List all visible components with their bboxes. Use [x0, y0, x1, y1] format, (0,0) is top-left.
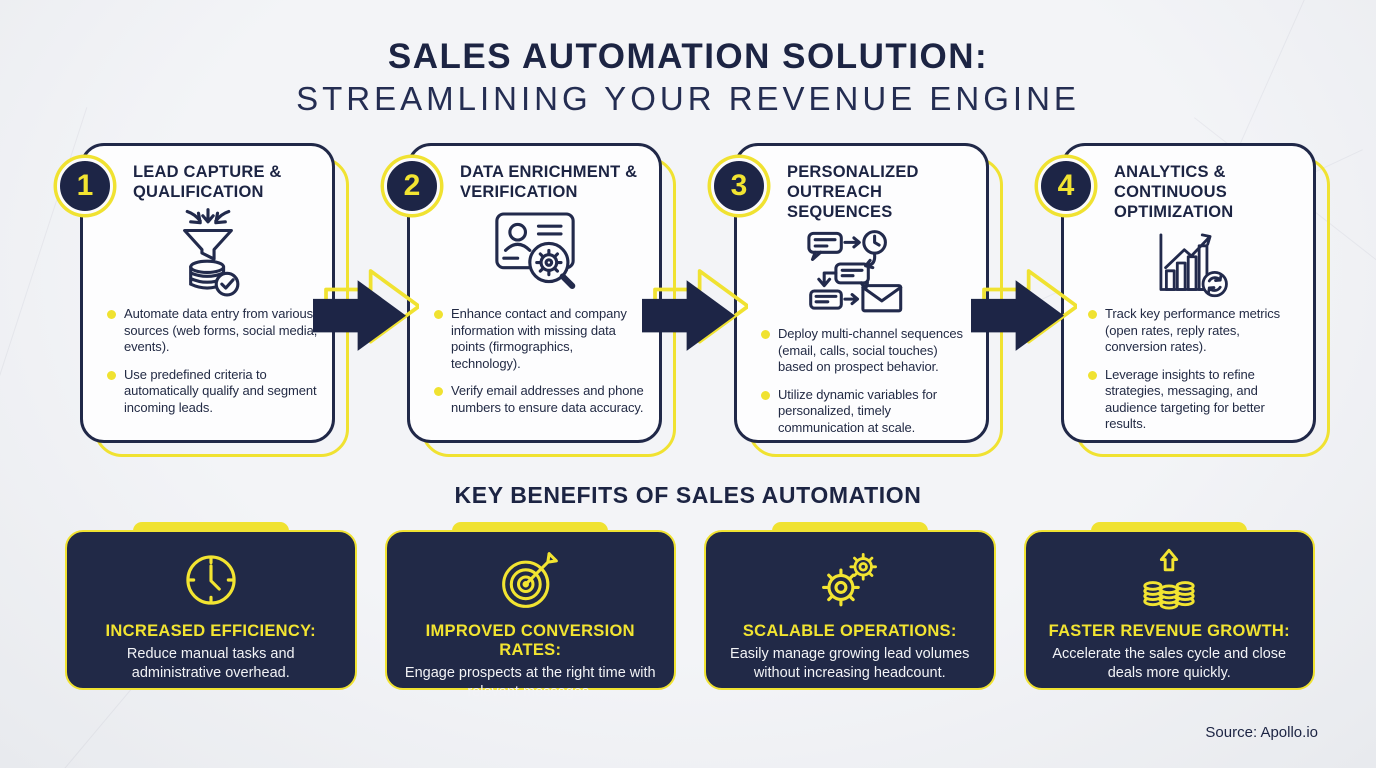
gears-icon	[817, 544, 883, 616]
clock-icon	[178, 544, 244, 616]
step-bullets: Deploy multi-channel sequences (email, c…	[747, 326, 976, 436]
background-line	[0, 107, 88, 393]
bullet-text: Enhance contact and company information …	[451, 306, 627, 371]
source-attribution: Source: Apollo.io	[1205, 724, 1318, 741]
benefit-title: SCALABLE OPERATIONS:	[742, 622, 957, 640]
bullet-dot-icon	[434, 387, 443, 397]
step-bullets: Enhance contact and company information …	[420, 306, 649, 416]
step-number-badge: 1	[57, 158, 113, 214]
bullet-item: Leverage insights to refine strategies, …	[1088, 367, 1299, 433]
bullet-dot-icon	[761, 330, 770, 340]
page-title-line2: STREAMLINING YOUR REVENUE ENGINE	[296, 80, 1080, 117]
bullet-dot-icon	[107, 370, 116, 380]
step-card-lead-capture: 1 LEAD CAPTURE & QUALIFICATION Automa	[57, 143, 349, 457]
benefits-row: INCREASED EFFICIENCY: Reduce manual task…	[65, 522, 1315, 700]
bullet-text: Use predefined criteria to automatically…	[124, 366, 317, 415]
coins-growth-icon	[1135, 544, 1203, 616]
flow-arrow-icon	[642, 264, 748, 356]
bullet-text: Automate data entry from various sources…	[124, 306, 318, 355]
bullet-dot-icon	[434, 310, 443, 320]
step-title: ANALYTICS & CONTINUOUS OPTIMIZATION	[1114, 163, 1234, 222]
bullet-dot-icon	[1088, 370, 1097, 380]
flow-arrow-icon	[313, 264, 419, 356]
bullet-text: Leverage insights to refine strategies, …	[1105, 366, 1265, 432]
page-title-line1: SALES AUTOMATION SOLUTION:	[387, 37, 989, 76]
bullet-text: Verify email addresses and phone numbers…	[451, 383, 644, 415]
step-card-analytics-optimization: 4 ANALYTICS & CONTINUOUS OPTIMIZATION	[1038, 143, 1330, 457]
bullet-dot-icon	[761, 390, 770, 400]
step-bullets: Automate data entry from various sources…	[93, 306, 322, 416]
header: SALES AUTOMATION SOLUTION: STREAMLINING …	[0, 36, 1376, 119]
benefit-title: INCREASED EFFICIENCY:	[105, 622, 316, 640]
step-number-badge: 3	[711, 158, 767, 214]
benefit-card-scalable-operations: SCALABLE OPERATIONS: Easily manage growi…	[704, 522, 996, 690]
benefits-heading: KEY BENEFITS OF SALES AUTOMATION	[454, 482, 922, 508]
flow-arrow-icon	[971, 264, 1077, 356]
step-title: DATA ENRICHMENT & VERIFICATION	[460, 163, 638, 202]
step-bullets: Track key performance metrics (open rate…	[1074, 306, 1303, 433]
step-card-data-enrichment: 2 DATA ENRICHMENT & VERIFICATION	[384, 143, 676, 457]
bullet-text: Deploy multi-channel sequences (email, c…	[778, 326, 963, 375]
bullet-dot-icon	[1088, 310, 1097, 320]
process-steps-row: 1 LEAD CAPTURE & QUALIFICATION Automa	[57, 143, 1330, 457]
target-arrow-icon	[496, 544, 564, 616]
step-title: PERSONALIZED OUTREACH SEQUENCES	[787, 163, 919, 222]
benefit-description: Easily manage growing lead volumes witho…	[730, 646, 970, 681]
bullet-text: Track key performance metrics (open rate…	[1105, 306, 1281, 355]
step-card-outreach-sequences: 3 PERSONALIZED OUTREACH SEQUENCES	[711, 143, 1003, 457]
benefit-description: Accelerate the sales cycle and close dea…	[1052, 646, 1287, 681]
step-title: LEAD CAPTURE & QUALIFICATION	[133, 163, 282, 202]
bullet-text: Utilize dynamic variables for personaliz…	[778, 386, 937, 435]
contact-card-search-icon	[420, 206, 649, 300]
benefit-description: Engage prospects at the right time with …	[404, 665, 656, 700]
benefit-card-increased-efficiency: INCREASED EFFICIENCY: Reduce manual task…	[65, 522, 357, 690]
bullet-item: Track key performance metrics (open rate…	[1088, 306, 1299, 356]
step-number-badge: 4	[1038, 158, 1094, 214]
benefit-card-improved-conversion: IMPROVED CONVERSION RATES: Engage prospe…	[384, 522, 676, 700]
benefit-title: FASTER REVENUE GROWTH:	[1048, 622, 1290, 640]
bullet-item: Enhance contact and company information …	[434, 306, 645, 372]
bullet-item: Deploy multi-channel sequences (email, c…	[761, 326, 972, 376]
growth-chart-refresh-icon	[1074, 224, 1303, 302]
bullet-item: Use predefined criteria to automatically…	[107, 367, 318, 417]
benefit-title: IMPROVED CONVERSION RATES:	[425, 622, 635, 659]
bullet-dot-icon	[107, 310, 116, 320]
benefit-description: Reduce manual tasks and administrative o…	[126, 646, 295, 681]
bullet-item: Utilize dynamic variables for personaliz…	[761, 387, 972, 437]
benefit-card-faster-revenue-growth: FASTER REVENUE GROWTH: Accelerate the sa…	[1023, 522, 1315, 690]
funnel-database-icon	[93, 206, 322, 300]
step-number-badge: 2	[384, 158, 440, 214]
bullet-item: Verify email addresses and phone numbers…	[434, 383, 645, 416]
bullet-item: Automate data entry from various sources…	[107, 306, 318, 356]
message-sequence-icon	[747, 226, 976, 320]
